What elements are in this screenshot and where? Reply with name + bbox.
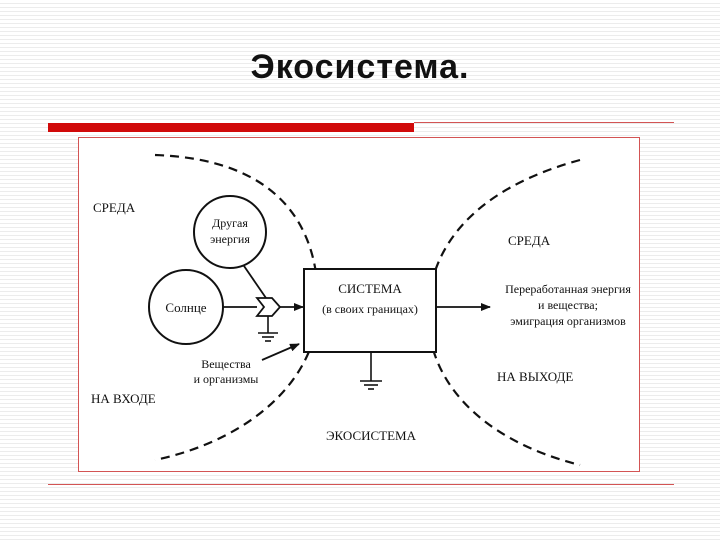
other-energy-connector [243, 265, 267, 299]
matter-input-label-line2: и организмы [194, 372, 259, 386]
output-description-line2: и вещества; [538, 298, 598, 312]
environment-label-right: СРЕДА [508, 233, 551, 248]
other-energy-label-line2: энергия [210, 232, 250, 246]
system-ground-icon [360, 352, 382, 390]
bottom-divider-line [48, 484, 674, 485]
environment-label-left: СРЕДА [93, 200, 136, 215]
matter-input-label-line1: Вещества [201, 357, 251, 371]
system-subtitle: (в своих границах) [322, 302, 418, 316]
right-boundary-dashed [426, 158, 581, 467]
slide-title: Экосистема. [250, 48, 470, 86]
ecosystem-label: ЭКОСИСТЕМА [326, 428, 417, 443]
title-accent-bar [48, 123, 414, 132]
output-description-line3: эмиграция организмов [510, 314, 626, 328]
title-divider-line [414, 122, 674, 123]
matter-input-arrow [261, 343, 300, 361]
other-energy-label-line1: Другая [212, 216, 248, 230]
other-energy-circle [193, 195, 267, 269]
junction-ground-icon [258, 316, 278, 342]
input-label: НА ВХОДЕ [91, 391, 156, 406]
system-box [303, 268, 437, 353]
sun-label: Солнце [165, 300, 206, 315]
output-description-line1: Переработанная энергия [505, 282, 631, 296]
output-label: НА ВЫХОДЕ [497, 369, 573, 384]
system-title: СИСТЕМА [338, 281, 402, 296]
input-junction-symbol [255, 297, 282, 317]
